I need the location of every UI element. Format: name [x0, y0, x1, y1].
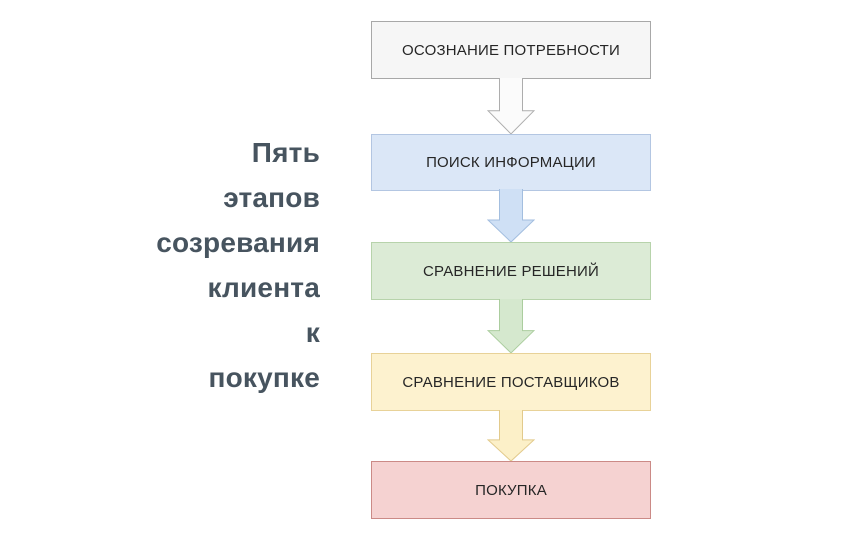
stage-box-need-awareness: ОСОЗНАНИЕ ПОТРЕБНОСТИ — [371, 21, 651, 79]
title-line: клиента — [207, 272, 320, 303]
stage-box-supplier-comparison: СРАВНЕНИЕ ПОСТАВЩИКОВ — [371, 353, 651, 411]
title-line: к — [305, 317, 320, 348]
stage-box-purchase: ПОКУПКА — [371, 461, 651, 519]
stage-label: СРАВНЕНИЕ ПОСТАВЩИКОВ — [402, 373, 620, 391]
title-line: этапов — [223, 182, 320, 213]
title-line: созревания — [156, 227, 320, 258]
stage-label: ПОИСК ИНФОРМАЦИИ — [426, 154, 596, 171]
down-arrow-icon — [487, 299, 535, 354]
down-arrow-icon — [487, 410, 535, 462]
title-line: покупке — [208, 362, 320, 393]
stage-label: ПОКУПКА — [475, 481, 547, 499]
stage-box-solution-comparison: СРАВНЕНИЕ РЕШЕНИЙ — [371, 242, 651, 300]
stage-label: ОСОЗНАНИЕ ПОТРЕБНОСТИ — [402, 41, 620, 59]
title-line: Пять — [251, 137, 320, 168]
down-arrow-icon — [487, 189, 535, 243]
diagram-title: Пять этапов созревания клиента к покупке — [40, 130, 320, 400]
down-arrow-icon — [487, 78, 535, 135]
stage-box-information-search: ПОИСК ИНФОРМАЦИИ — [371, 134, 651, 191]
stage-label: СРАВНЕНИЕ РЕШЕНИЙ — [422, 262, 600, 280]
